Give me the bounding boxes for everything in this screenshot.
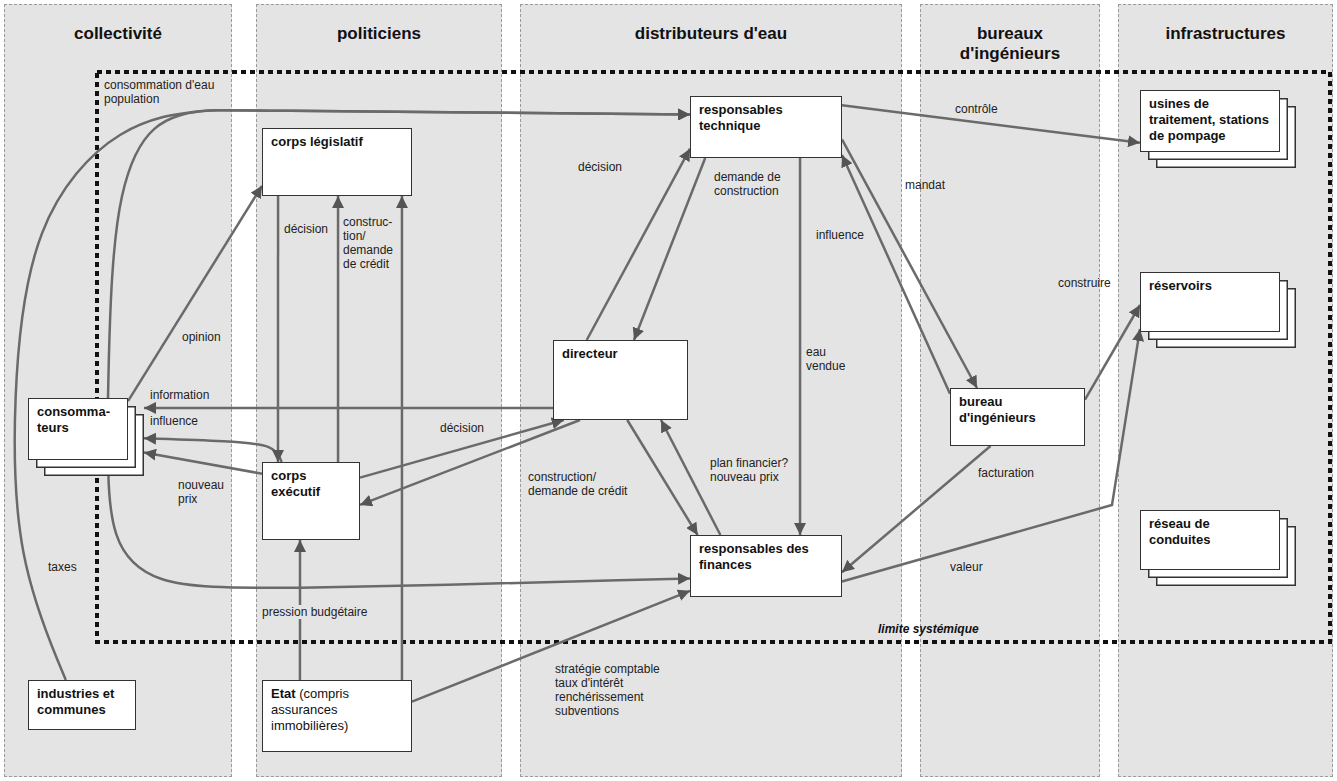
process-box: directeur — [553, 340, 688, 420]
process-box: Etat (compris assurances immobilières) — [262, 680, 412, 752]
flow-arrow — [627, 420, 697, 535]
flow-arrow — [337, 196, 340, 462]
flow-arrow — [15, 110, 690, 680]
flow-arrow — [842, 329, 1140, 582]
process-box: responsables des finances — [690, 535, 842, 597]
edge-label: contrôle — [955, 102, 1011, 116]
edge-label: décision — [578, 160, 630, 174]
flow-arrow — [144, 407, 553, 410]
label-head: Etat — [271, 686, 296, 701]
box-label: réservoirs — [1149, 278, 1271, 294]
band-heading: distributeurs d'eau — [521, 24, 901, 44]
edge-label: construction/ demande de crédit — [528, 470, 632, 498]
box-label: corps exécutif — [271, 468, 351, 500]
process-box: responsables technique — [690, 96, 842, 158]
edge-label: décision — [440, 421, 492, 435]
process-box: usines de traitement, stations de pompag… — [1140, 90, 1280, 152]
box-label: bureau d'ingénieurs — [959, 394, 1076, 426]
flow-arrow — [108, 110, 690, 398]
flow-arrow — [360, 420, 564, 478]
flow-arrow — [842, 139, 977, 388]
connector-group — [15, 105, 1140, 701]
column-band: infrastructures usines de traitement, sta… — [1118, 4, 1333, 777]
flow-arrow — [634, 158, 705, 340]
flow-arrow — [277, 196, 280, 462]
edge-label: mandat — [905, 178, 955, 192]
boundary-label: limite systémique — [878, 622, 1008, 636]
system-boundary — [97, 72, 1330, 642]
box-label: responsables des finances — [699, 541, 833, 573]
flow-arrow — [401, 196, 404, 680]
edge-label: nouveau prix — [178, 478, 230, 506]
edge-label: pression budgétaire — [262, 605, 374, 619]
box-label: responsables technique — [699, 102, 833, 134]
process-box: corps exécutif — [262, 462, 360, 540]
box-label: industries et communes — [37, 686, 127, 718]
flow-arrow — [587, 149, 690, 340]
process-box: consomma- teurs — [28, 398, 128, 460]
edge-label: taxes — [48, 560, 88, 574]
process-box: corps législatif — [262, 128, 412, 196]
flow-arrow — [144, 453, 262, 474]
column-band: politiciens corps législatif corps exécuti… — [256, 4, 502, 777]
flow-arrow — [128, 186, 262, 401]
edge-label: opinion — [182, 330, 232, 344]
box-label: usines de traitement, stations de pompag… — [1149, 96, 1271, 144]
column-band: bureaux d'ingénieurs bureau d'ingénieurs — [920, 4, 1100, 777]
process-box: bureau d'ingénieurs — [950, 388, 1085, 446]
edge-label: construire — [1058, 276, 1128, 290]
flow-arrow — [144, 438, 282, 462]
edge-label: eau vendue — [806, 345, 856, 373]
flow-arrow — [842, 446, 991, 572]
edge-label: plan financier? nouveau prix — [710, 456, 796, 484]
flow-arrow — [412, 591, 690, 702]
box-label: corps législatif — [271, 134, 403, 150]
edge-label: facturation — [978, 466, 1048, 480]
edge-label: consommation d'eau population — [104, 78, 224, 106]
box-label: Etat (compris assurances immobilières) — [271, 686, 403, 734]
band-heading: infrastructures — [1119, 24, 1332, 44]
box-label: réseau de conduites — [1149, 516, 1271, 548]
edge-label: construc- tion/ demande de crédit — [343, 215, 397, 271]
column-band: distributeurs d'eau responsables techniqu… — [520, 4, 902, 777]
edge-label: information — [150, 388, 220, 402]
band-heading: bureaux d'ingénieurs — [921, 24, 1099, 64]
edge-label: influence — [150, 414, 210, 428]
flow-arrow — [799, 158, 802, 535]
box-label: consomma- teurs — [37, 404, 119, 436]
band-heading: collectivité — [5, 24, 231, 44]
edge-label: stratégie comptable taux d'intérêt rench… — [555, 662, 677, 718]
process-box: réservoirs — [1140, 272, 1280, 332]
edge-label: influence — [816, 228, 872, 242]
edge-label: décision — [284, 222, 336, 236]
box-label: directeur — [562, 346, 679, 362]
band-heading: politiciens — [257, 24, 501, 44]
edge-label: valeur — [950, 560, 994, 574]
process-box: industries et communes — [28, 680, 136, 730]
edge-label: demande de construction — [714, 170, 796, 198]
flow-arrow — [108, 460, 690, 588]
process-box: réseau de conduites — [1140, 510, 1280, 570]
